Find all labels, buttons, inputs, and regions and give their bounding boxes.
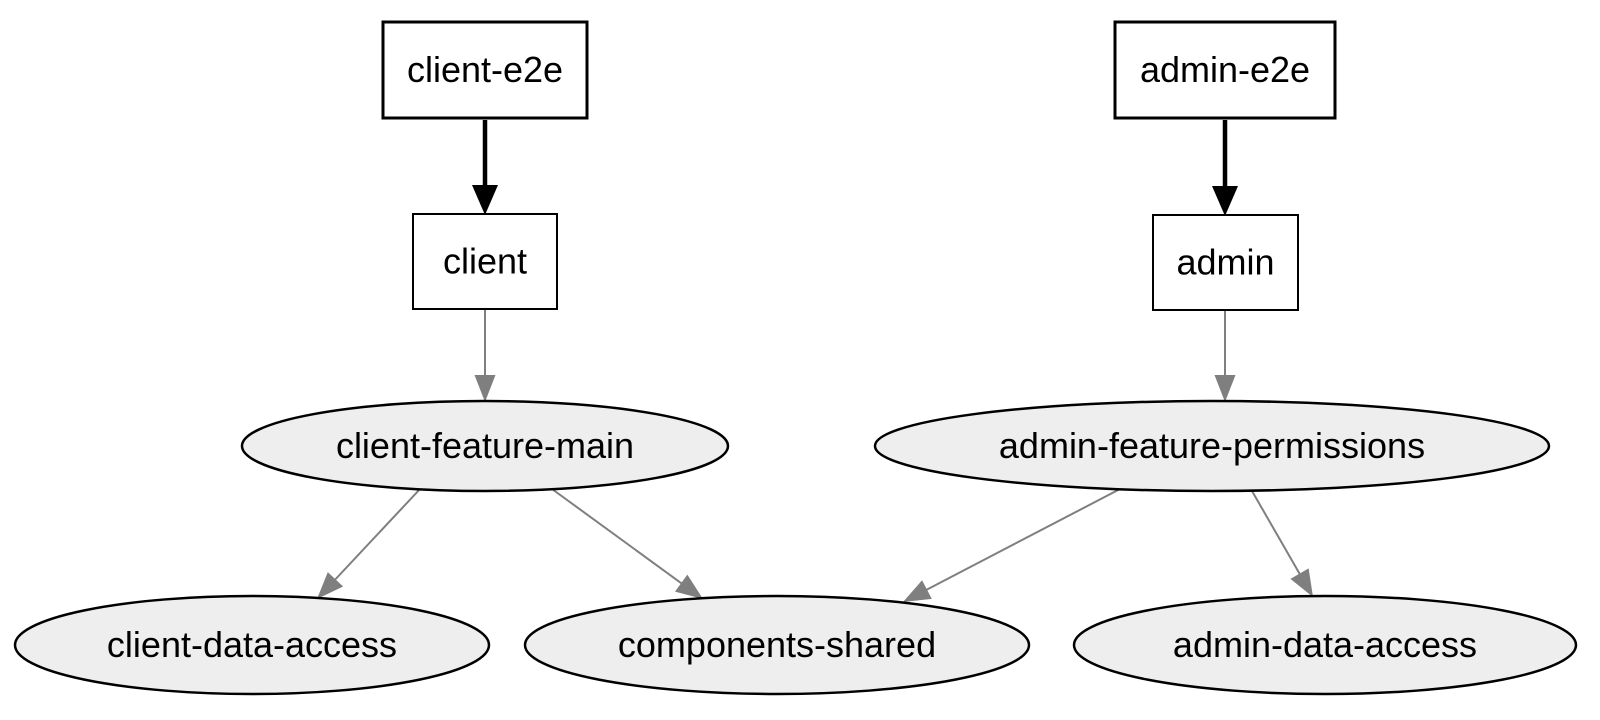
arrowhead-icon xyxy=(903,580,932,602)
arrowhead-icon xyxy=(674,574,703,599)
node-admin-feature-permissions: admin-feature-permissions xyxy=(873,399,1551,493)
lib-node-shape xyxy=(873,399,1551,493)
edge-admin-feature-permissions-to-admin-data-access xyxy=(1251,490,1313,597)
node-admin: admin xyxy=(1152,214,1299,311)
edge-client-e2e-to-client xyxy=(472,120,498,215)
node-label-admin: admin xyxy=(1176,242,1274,283)
node-components-shared: components-shared xyxy=(523,594,1031,696)
arrowhead-icon xyxy=(472,185,498,215)
node-label-client: client xyxy=(443,241,527,282)
app-node-shape xyxy=(381,20,589,120)
arrowhead-icon xyxy=(1212,186,1238,216)
node-client: client xyxy=(412,213,558,310)
app-node-shape xyxy=(1113,20,1337,120)
node-label-client-e2e: client-e2e xyxy=(407,49,563,90)
arrowhead-icon xyxy=(1290,568,1313,597)
arrowhead-icon xyxy=(1214,375,1236,402)
node-admin-e2e: admin-e2e xyxy=(1113,20,1337,120)
edge-admin-to-admin-feature-permissions xyxy=(1214,311,1236,402)
edge-admin-e2e-to-admin xyxy=(1212,120,1238,216)
app-node-shape xyxy=(412,213,558,310)
arrowhead-icon xyxy=(317,572,344,599)
edge-client-to-client-feature-main xyxy=(474,309,496,402)
node-label-client-feature-main: client-feature-main xyxy=(336,425,634,466)
lib-node-shape xyxy=(13,594,491,696)
node-client-data-access: client-data-access xyxy=(13,594,491,696)
lib-node-shape xyxy=(523,594,1031,696)
node-label-admin-e2e: admin-e2e xyxy=(1140,49,1310,90)
node-client-e2e: client-e2e xyxy=(381,20,589,120)
app-node-shape xyxy=(1152,214,1299,311)
node-admin-data-access: admin-data-access xyxy=(1072,594,1578,696)
lib-node-shape xyxy=(240,399,730,493)
lib-node-shape xyxy=(1072,594,1578,696)
node-label-admin-data-access: admin-data-access xyxy=(1173,624,1477,665)
arrowhead-icon xyxy=(474,375,496,402)
node-label-admin-feature-permissions: admin-feature-permissions xyxy=(999,425,1425,466)
edge-client-feature-main-to-client-data-access xyxy=(317,488,421,599)
node-label-client-data-access: client-data-access xyxy=(107,624,397,665)
node-label-components-shared: components-shared xyxy=(618,624,936,665)
edge-client-feature-main-to-components-shared xyxy=(551,488,703,599)
edge-admin-feature-permissions-to-components-shared xyxy=(903,488,1121,602)
node-client-feature-main: client-feature-main xyxy=(240,399,730,493)
